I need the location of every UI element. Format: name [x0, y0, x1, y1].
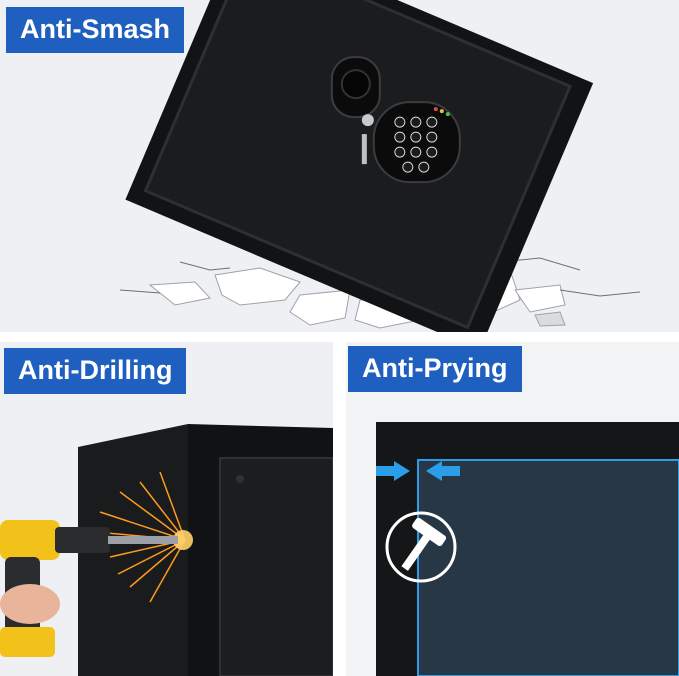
door-panel	[418, 460, 679, 676]
anti-prying-panel: Anti-Prying	[346, 342, 679, 676]
keypad-icon	[330, 56, 461, 184]
anti-drilling-panel: Anti-Drilling	[0, 342, 333, 676]
drill-icon	[0, 520, 178, 657]
safe-side	[78, 424, 188, 676]
arrow-right-icon	[376, 461, 410, 481]
anti-smash-panel: Anti-Smash	[0, 0, 679, 332]
prying-scene	[376, 422, 679, 676]
anti-prying-label: Anti-Prying	[348, 346, 522, 392]
hammer-icon	[385, 511, 457, 583]
arrow-left-icon	[426, 461, 460, 481]
smash-scene	[119, 0, 641, 332]
anti-drilling-label: Anti-Drilling	[4, 348, 187, 394]
safe-box	[125, 0, 594, 332]
drill-scene	[0, 424, 333, 676]
anti-smash-label: Anti-Smash	[6, 7, 185, 53]
